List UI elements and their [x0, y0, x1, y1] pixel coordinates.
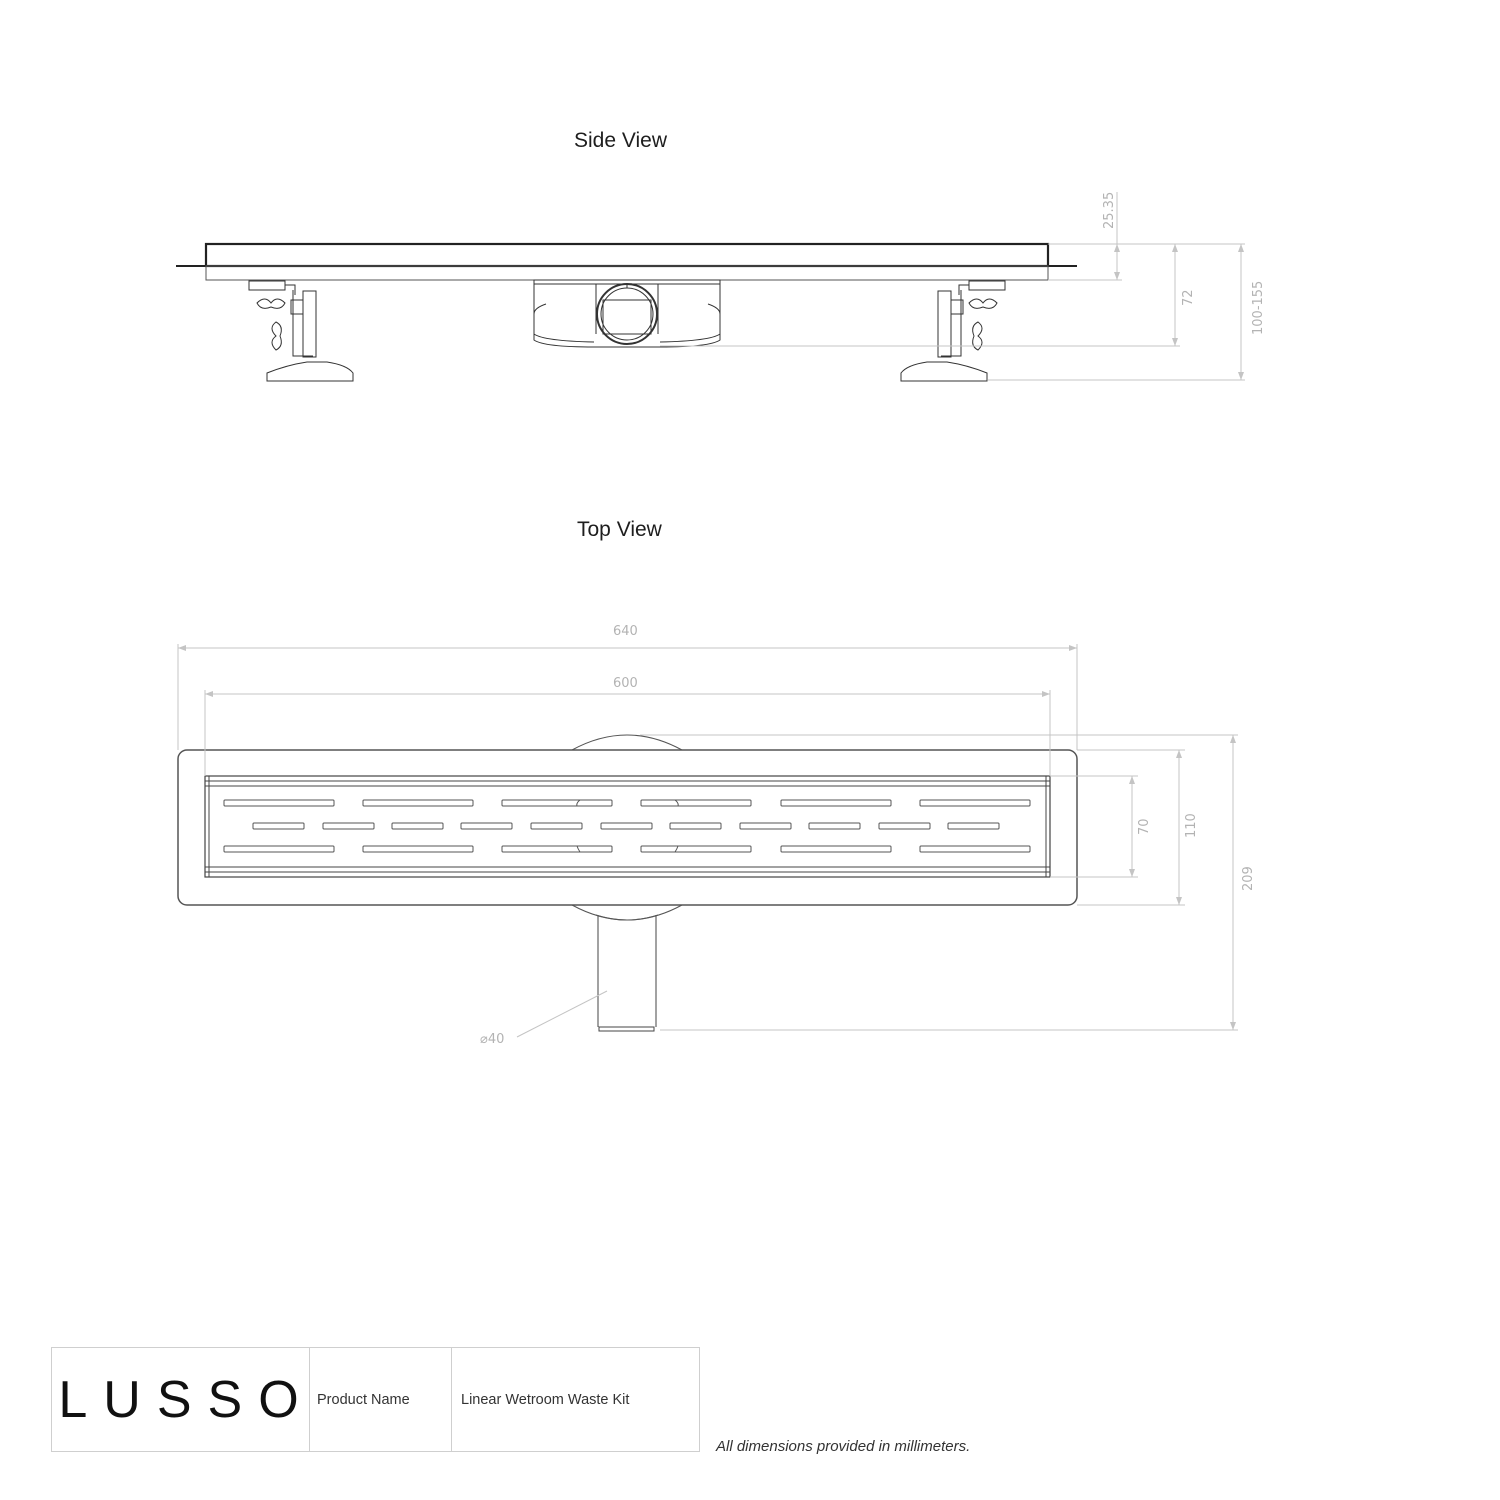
top-view-drawing	[177, 734, 1078, 1032]
dim-frame-width: 110	[1184, 813, 1199, 838]
right-leveling-foot	[900, 280, 1006, 382]
outlet-trap-body	[533, 279, 721, 348]
units-footnote: All dimensions provided in millimeters.	[716, 1438, 971, 1455]
dim-grate-length: 600	[613, 676, 638, 691]
dim-outlet-diameter: ⌀40	[480, 1032, 504, 1047]
product-name-label: Product Name	[310, 1348, 452, 1451]
left-leveling-foot	[248, 280, 354, 382]
side-view-title: Side View	[574, 129, 668, 152]
top-view-dimensions	[177, 644, 1238, 1038]
dim-grate-depth: 25.35	[1102, 192, 1117, 229]
dim-grate-width: 70	[1137, 818, 1152, 835]
side-view-drawing	[176, 242, 1077, 382]
grate-slots	[223, 799, 1031, 853]
side-view-dimensions	[660, 192, 1245, 381]
brand-logo: LUSSO	[52, 1348, 310, 1451]
title-block: LUSSO Product Name Linear Wetroom Waste …	[51, 1347, 700, 1452]
dim-overall-length: 640	[613, 624, 638, 639]
dim-total-depth: 209	[1241, 866, 1256, 891]
dim-body-height: 72	[1181, 289, 1196, 306]
product-name-value: Linear Wetroom Waste Kit	[461, 1391, 630, 1408]
top-view-title: Top View	[577, 518, 662, 541]
dim-total-height: 100-155	[1251, 281, 1266, 335]
outlet-pipe	[595, 914, 659, 1032]
